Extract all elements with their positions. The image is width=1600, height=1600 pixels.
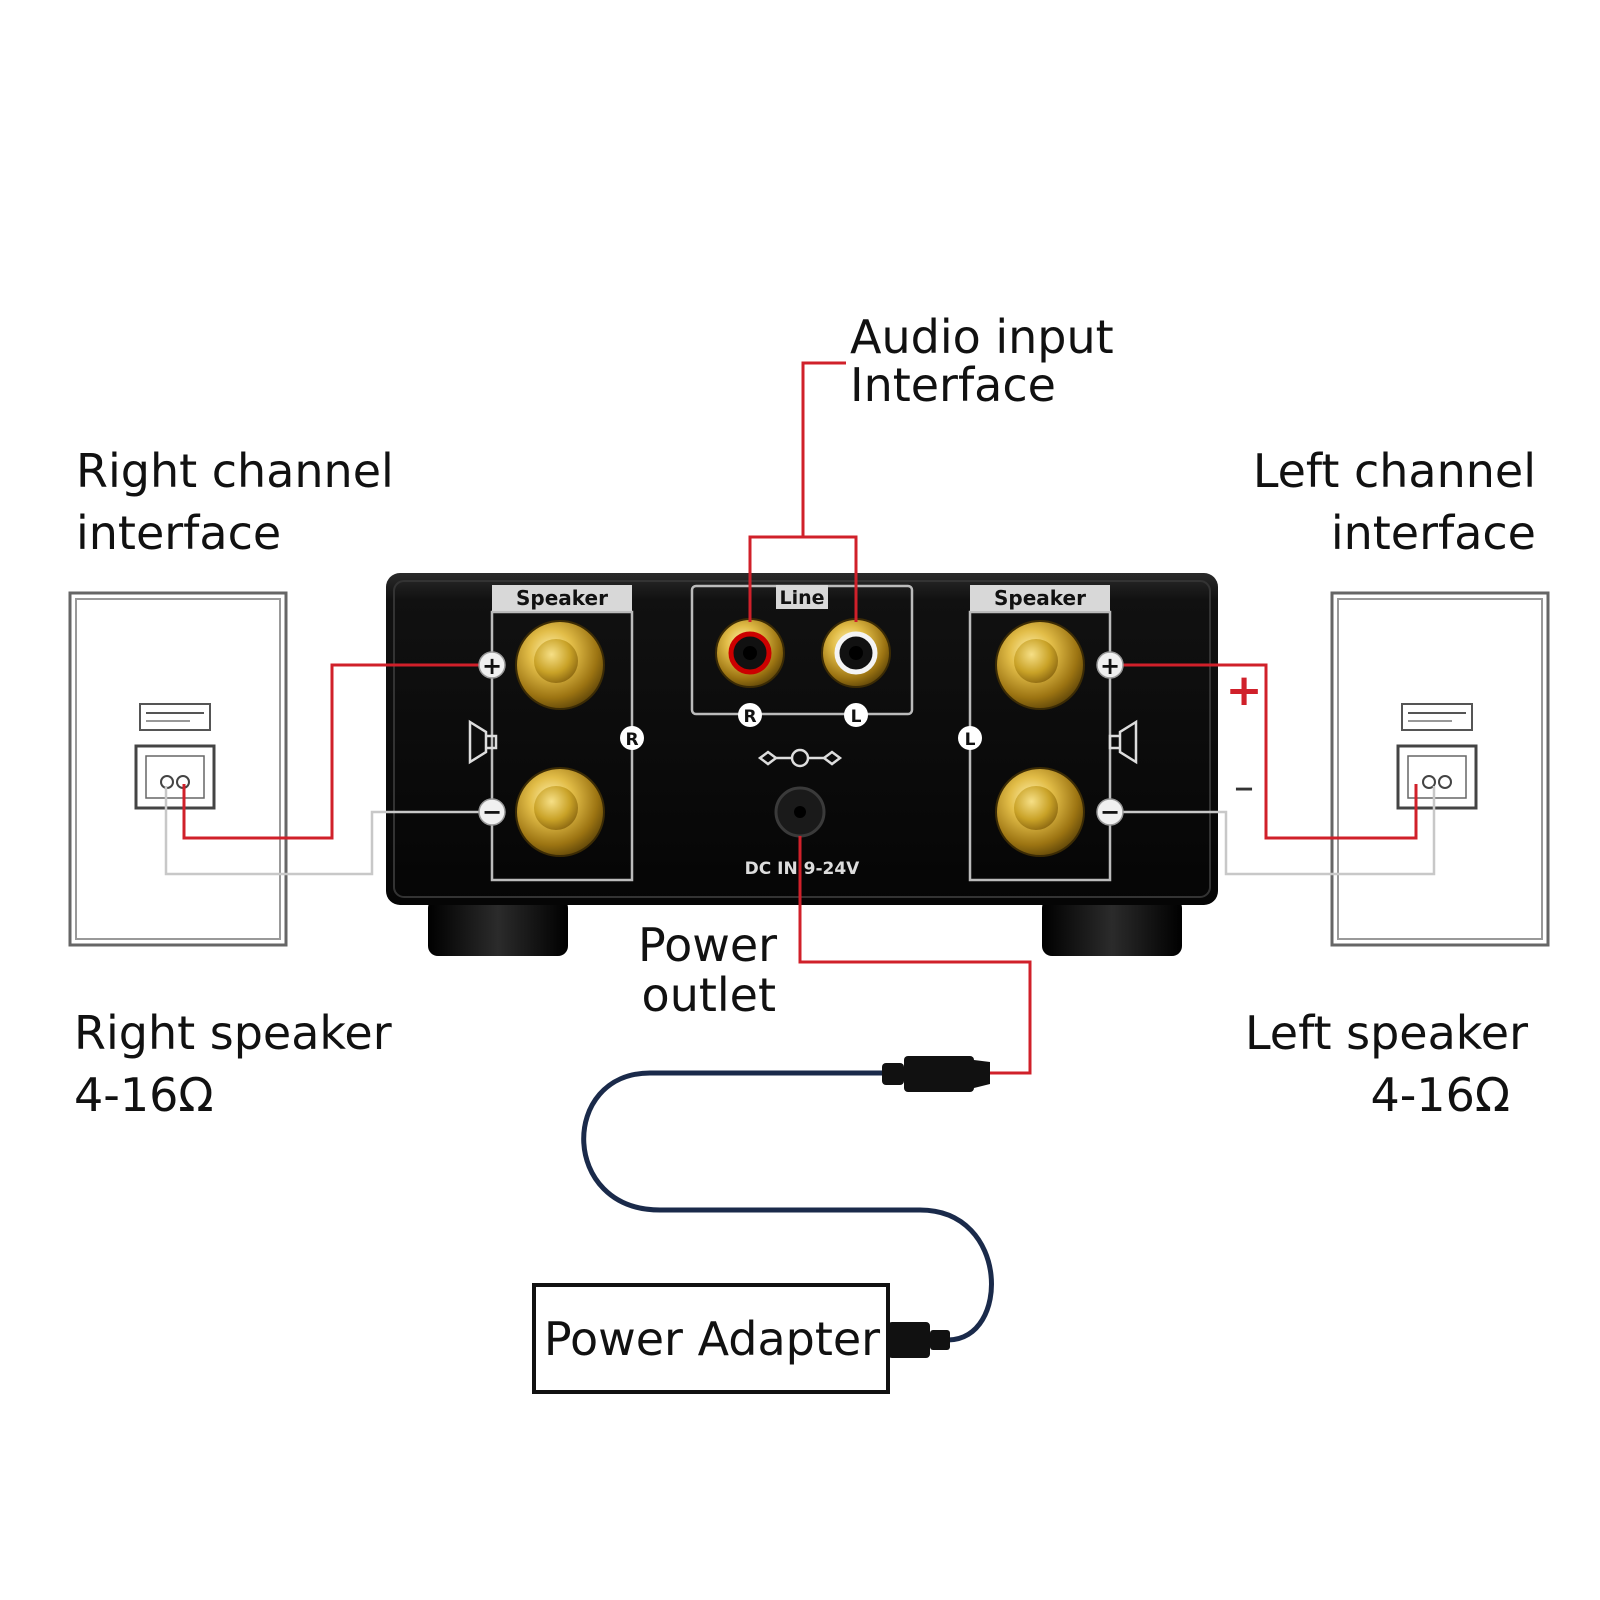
polarity-plus-marker: + [1226,665,1263,716]
right-channel-label-line1: Right channel [76,444,394,498]
right-channel-label: Right channel interface [76,440,394,564]
dc-input-label: DC IN 9-24V [745,859,861,879]
right-speaker [68,591,288,947]
channel-badge-label: R [625,730,638,750]
power-cable [581,1070,994,1343]
power-outlet-label-line2: outlet [641,968,776,1022]
left-speaker-label: Left speaker 4-16Ω [1245,1002,1528,1126]
plus-badge-right-channel [478,651,506,679]
left-speaker-label-line2: 4-16Ω [1370,1068,1510,1122]
speaker-panel-tab [492,585,632,611]
negative-wires [164,786,1436,876]
speaker-panel-title: Speaker [994,586,1086,610]
speaker-panel-tab [970,585,1110,611]
adapter-plug-connector [888,1322,950,1358]
power-adapter-label: Power Adapter [544,1312,880,1366]
line-panel-tab [776,585,828,609]
power-adapter-box [532,1283,890,1394]
audio-input-label: Audio input Interface [850,306,1114,416]
rca-left-label: L [851,707,862,727]
right-speaker-label: Right speaker 4-16Ω [74,1002,392,1126]
minus-symbol: − [1100,798,1120,826]
rca-left-badge [844,703,868,727]
rca-jack-right[interactable] [715,618,785,688]
plus-symbol: + [1100,652,1120,680]
positive-wires [182,361,1418,1075]
speaker-panel-right-channel: Speaker R [468,585,644,882]
left-channel-label-line1: Left channel [1252,444,1536,498]
speaker-panel-title: Speaker [516,586,608,610]
right-speaker-label-line2: 4-16Ω [74,1068,214,1122]
line-panel-title: Line [779,587,824,609]
minus-badge-left-channel [1096,798,1124,826]
terminal-badges: + − + − [478,651,1124,826]
minus-symbol: − [482,798,502,826]
plus-symbol: + [482,652,502,680]
audio-input-label-line1: Audio input [850,310,1114,364]
power-outlet-label: Power outlet [638,914,778,1026]
amp-foot-left [428,898,568,956]
channel-badge [958,726,982,750]
amp-foot-right [1042,898,1182,956]
right-speaker-nameplate [139,703,211,731]
amplifier-chassis [386,573,1218,905]
rca-right-badge [738,703,762,727]
channel-badge [620,726,644,750]
dc-polarity-icon [757,748,843,768]
amplifier: Speaker R Speaker L Line [386,573,1218,905]
polarity-minus-marker: – [1234,764,1254,810]
dc-plug-connector [882,1056,990,1092]
power-outlet-label-line1: Power [638,918,778,972]
speaker-symbol-icon [468,719,498,765]
channel-badge-label: L [965,730,976,750]
left-channel-label-line2: interface [1330,506,1536,560]
speaker-panel-left-channel: Speaker L [958,585,1138,882]
rca-right-label: R [743,707,756,727]
line-input-panel: Line R L [690,584,914,727]
minus-badge-right-channel [478,798,506,826]
left-speaker-nameplate [1401,703,1473,731]
left-speaker [1330,591,1550,947]
left-channel-label: Left channel interface [1253,440,1536,564]
plus-badge-left-channel [1096,651,1124,679]
rca-jack-left[interactable] [821,618,891,688]
right-channel-label-line2: interface [76,506,282,560]
speaker-symbol-icon [1108,719,1138,765]
left-speaker-label-line1: Left speaker [1244,1006,1528,1060]
audio-input-label-line2: Interface [850,358,1056,412]
right-speaker-label-line1: Right speaker [74,1006,392,1060]
